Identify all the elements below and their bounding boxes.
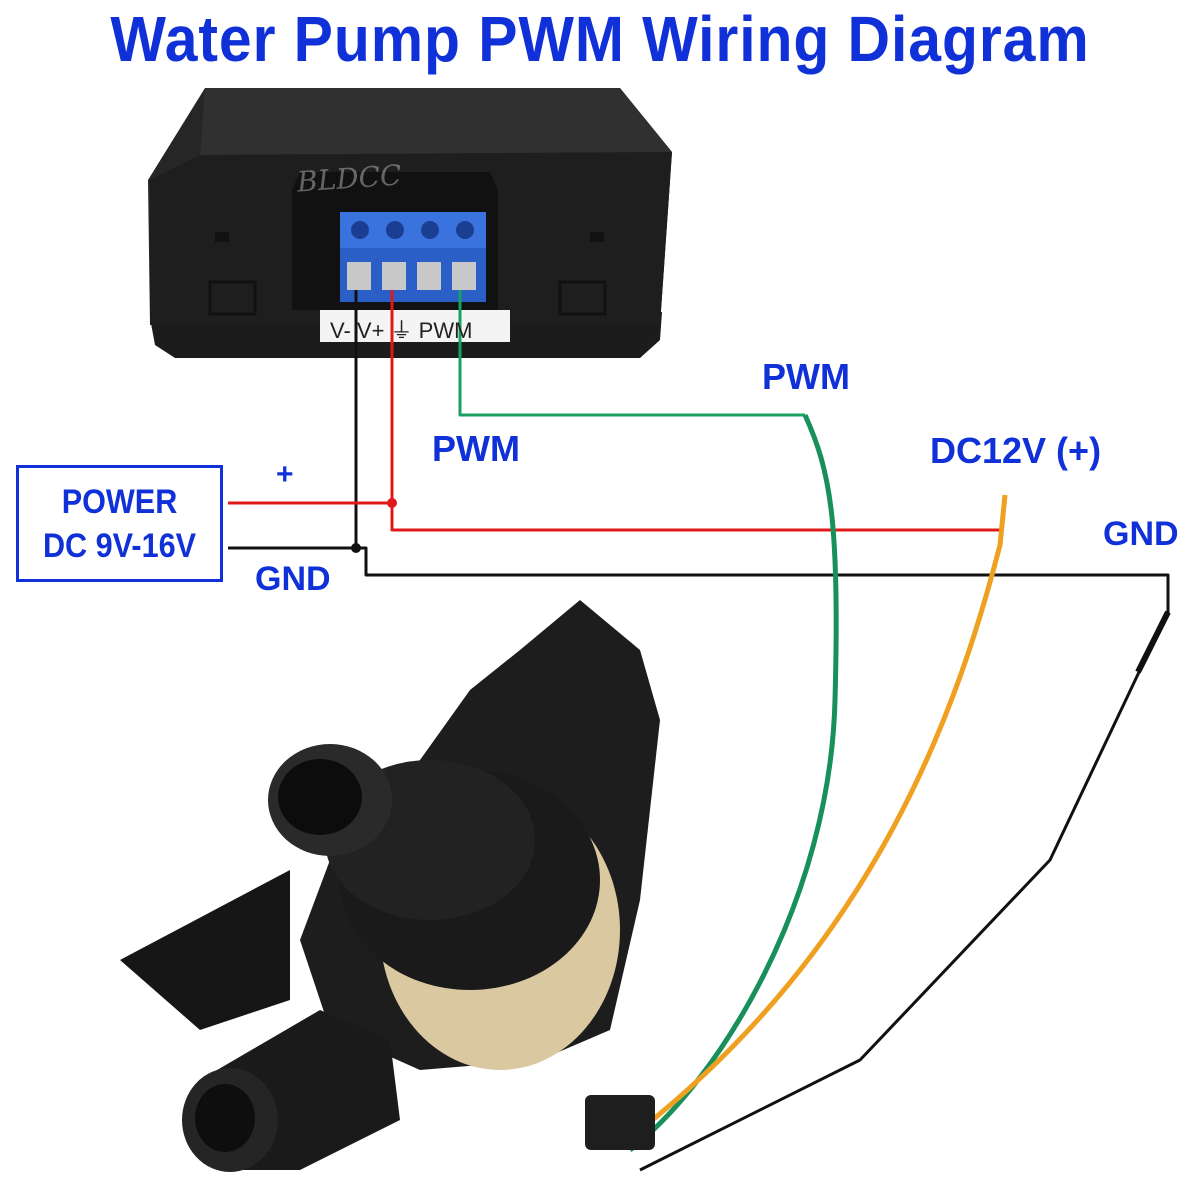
water-pump [120, 600, 660, 1172]
power-supply-box: POWER DC 9V-16V [16, 465, 223, 582]
terminal-labels: V- V+ ⏚ PWM [330, 318, 473, 343]
v-plus-wire-to-pump [390, 503, 1000, 532]
pwm-label-right: PWM [762, 356, 850, 397]
dc12v-orange-lead [638, 494, 1008, 1132]
gnd-label-right: GND [1103, 515, 1179, 553]
power-voltage-label: DC 9V-16V [42, 527, 197, 565]
page-title: Water Pump PWM Wiring Diagram [110, 3, 1090, 75]
dc12v-label: DC12V (+) [930, 430, 1102, 471]
gnd-label-left: GND [255, 560, 331, 598]
terminal-label-strip [320, 310, 510, 342]
wires [228, 290, 1171, 1172]
pwm-green-lead [628, 413, 839, 1152]
terminal-block [340, 212, 486, 302]
power-label: POWER [61, 483, 178, 521]
pwm-label-middle: PWM [432, 428, 520, 469]
plus-label: + [276, 458, 294, 491]
pwm-wire [458, 290, 805, 417]
